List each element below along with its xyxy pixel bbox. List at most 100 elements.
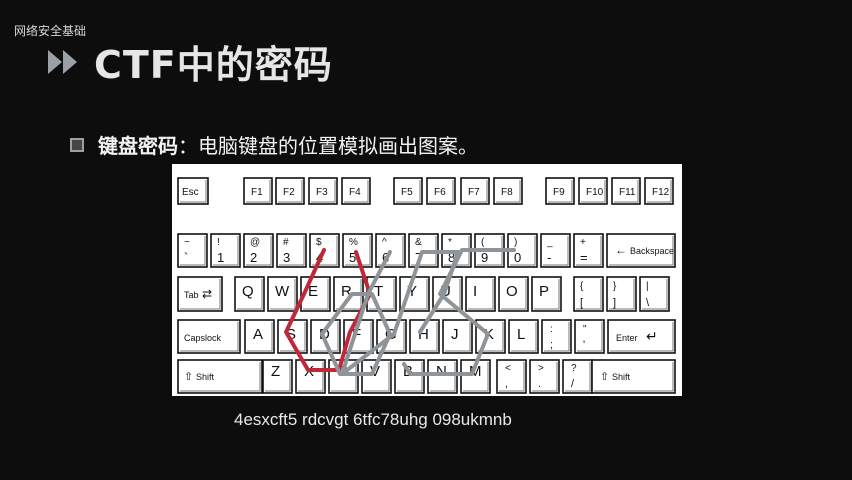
key-label-s: S xyxy=(286,326,296,343)
shift-right-icon: ⇧ xyxy=(600,371,609,383)
key-i xyxy=(465,276,496,312)
key-num-top-0: ~ xyxy=(184,237,190,248)
key-label-h: H xyxy=(418,326,429,343)
key-v-edge xyxy=(364,362,390,392)
key-x xyxy=(295,359,326,394)
key-shift-right xyxy=(591,359,676,394)
key-semi-top-0: : xyxy=(550,324,553,335)
key-num-5-edge xyxy=(345,236,371,266)
key-f11-edge xyxy=(614,180,639,203)
key-semi-1 xyxy=(574,319,605,354)
key-f3-edge xyxy=(311,180,336,203)
key-punct-bot-2: / xyxy=(571,378,575,390)
key-tab-edge xyxy=(180,279,221,310)
key-num-top-11: _ xyxy=(546,237,553,248)
watermark: 网络安全基础 xyxy=(14,24,87,38)
key-j-edge xyxy=(445,322,471,352)
key-p-edge xyxy=(534,279,560,310)
key-num-top-2: @ xyxy=(250,237,260,248)
key-shift-right-edge xyxy=(594,362,674,392)
key-f1 xyxy=(243,177,273,205)
key-punct-1 xyxy=(529,359,560,394)
double-arrow-icon xyxy=(48,49,78,74)
bullet-term: 键盘密码 xyxy=(98,134,178,158)
key-y-edge xyxy=(402,279,428,310)
key-f5-edge xyxy=(396,180,421,203)
key-num-bot-10: 0 xyxy=(514,250,521,265)
key-d-edge xyxy=(313,322,339,352)
key-bracket-2-edge xyxy=(642,279,668,310)
key-w xyxy=(267,276,298,312)
title-text: CTF中的密码 xyxy=(94,43,333,87)
key-h-edge xyxy=(412,322,438,352)
key-label-a: A xyxy=(253,326,263,343)
key-punct-top-1: > xyxy=(538,363,544,374)
key-num-top-1: ! xyxy=(217,237,220,248)
key-punct-2 xyxy=(562,359,593,394)
key-num-top-6: ^ xyxy=(382,237,387,248)
key-n xyxy=(427,359,458,394)
key-label-f10: F10 xyxy=(586,187,604,198)
key-semi-bot-0: ; xyxy=(550,339,553,351)
key-m-edge xyxy=(463,362,489,392)
key-num-bot-5: 5 xyxy=(349,250,356,265)
key-punct-bot-1: . xyxy=(538,378,541,390)
key-o xyxy=(498,276,529,312)
key-semi-0 xyxy=(541,319,572,354)
key-bracket-bot-0: [ xyxy=(580,297,583,309)
key-num-top-3: # xyxy=(283,237,289,248)
key-z-edge xyxy=(265,362,291,392)
key-label-w: W xyxy=(275,283,290,300)
key-s xyxy=(277,319,308,354)
key-num-top-5: % xyxy=(349,237,358,248)
key-f5 xyxy=(393,177,423,205)
key-label-backspace: Backspace xyxy=(630,246,674,256)
path-6tfc78uhg xyxy=(340,250,460,376)
key-bracket-1 xyxy=(606,276,637,312)
backspace-arrow-icon: ← xyxy=(615,243,627,257)
key-capslock xyxy=(177,319,241,354)
key-d xyxy=(310,319,341,354)
key-f12 xyxy=(644,177,674,205)
key-e-edge xyxy=(303,279,329,310)
key-num-bot-1: 1 xyxy=(217,250,224,265)
key-label-r: R xyxy=(341,283,352,300)
key-l xyxy=(508,319,539,354)
key-a xyxy=(244,319,275,354)
key-esc xyxy=(177,177,209,205)
key-f9-edge xyxy=(548,180,573,203)
key-num-top-9: ( xyxy=(481,237,485,248)
key-punct-top-2: ? xyxy=(571,363,577,374)
key-num-3-edge xyxy=(279,236,305,266)
key-num-bot-9: 9 xyxy=(481,250,488,265)
key-num-12 xyxy=(573,233,604,268)
key-punct-1-edge xyxy=(532,362,558,392)
key-label-f12: F12 xyxy=(652,187,670,198)
key-label-capslock: Capslock xyxy=(184,333,222,343)
key-label-f6: F6 xyxy=(434,187,446,198)
key-num-4-edge xyxy=(312,236,338,266)
shift-left-icon: ⇧ xyxy=(184,371,193,383)
key-f8 xyxy=(493,177,523,205)
key-num-11 xyxy=(540,233,571,268)
key-f7 xyxy=(460,177,490,205)
key-label-f2: F2 xyxy=(283,187,295,198)
key-f12-edge xyxy=(647,180,672,203)
key-punct-2-edge xyxy=(565,362,591,392)
key-num-top-4: $ xyxy=(316,237,322,248)
key-num-top-7: & xyxy=(415,237,422,248)
key-punct-0 xyxy=(496,359,527,394)
key-enter xyxy=(607,319,676,354)
key-o-edge xyxy=(501,279,527,310)
key-bracket-top-2: | xyxy=(646,281,649,292)
key-num-10-edge xyxy=(510,236,536,266)
path-098ukmnb xyxy=(402,248,516,376)
key-label-t: T xyxy=(374,283,383,300)
key-label-f1: F1 xyxy=(251,187,263,198)
key-label-n: N xyxy=(436,363,447,380)
bullet-point: 键盘密码 ： 电脑键盘的位置模拟画出图案。 xyxy=(70,130,478,159)
key-f7-edge xyxy=(463,180,488,203)
key-n-edge xyxy=(430,362,456,392)
key-label-l: L xyxy=(517,326,525,343)
